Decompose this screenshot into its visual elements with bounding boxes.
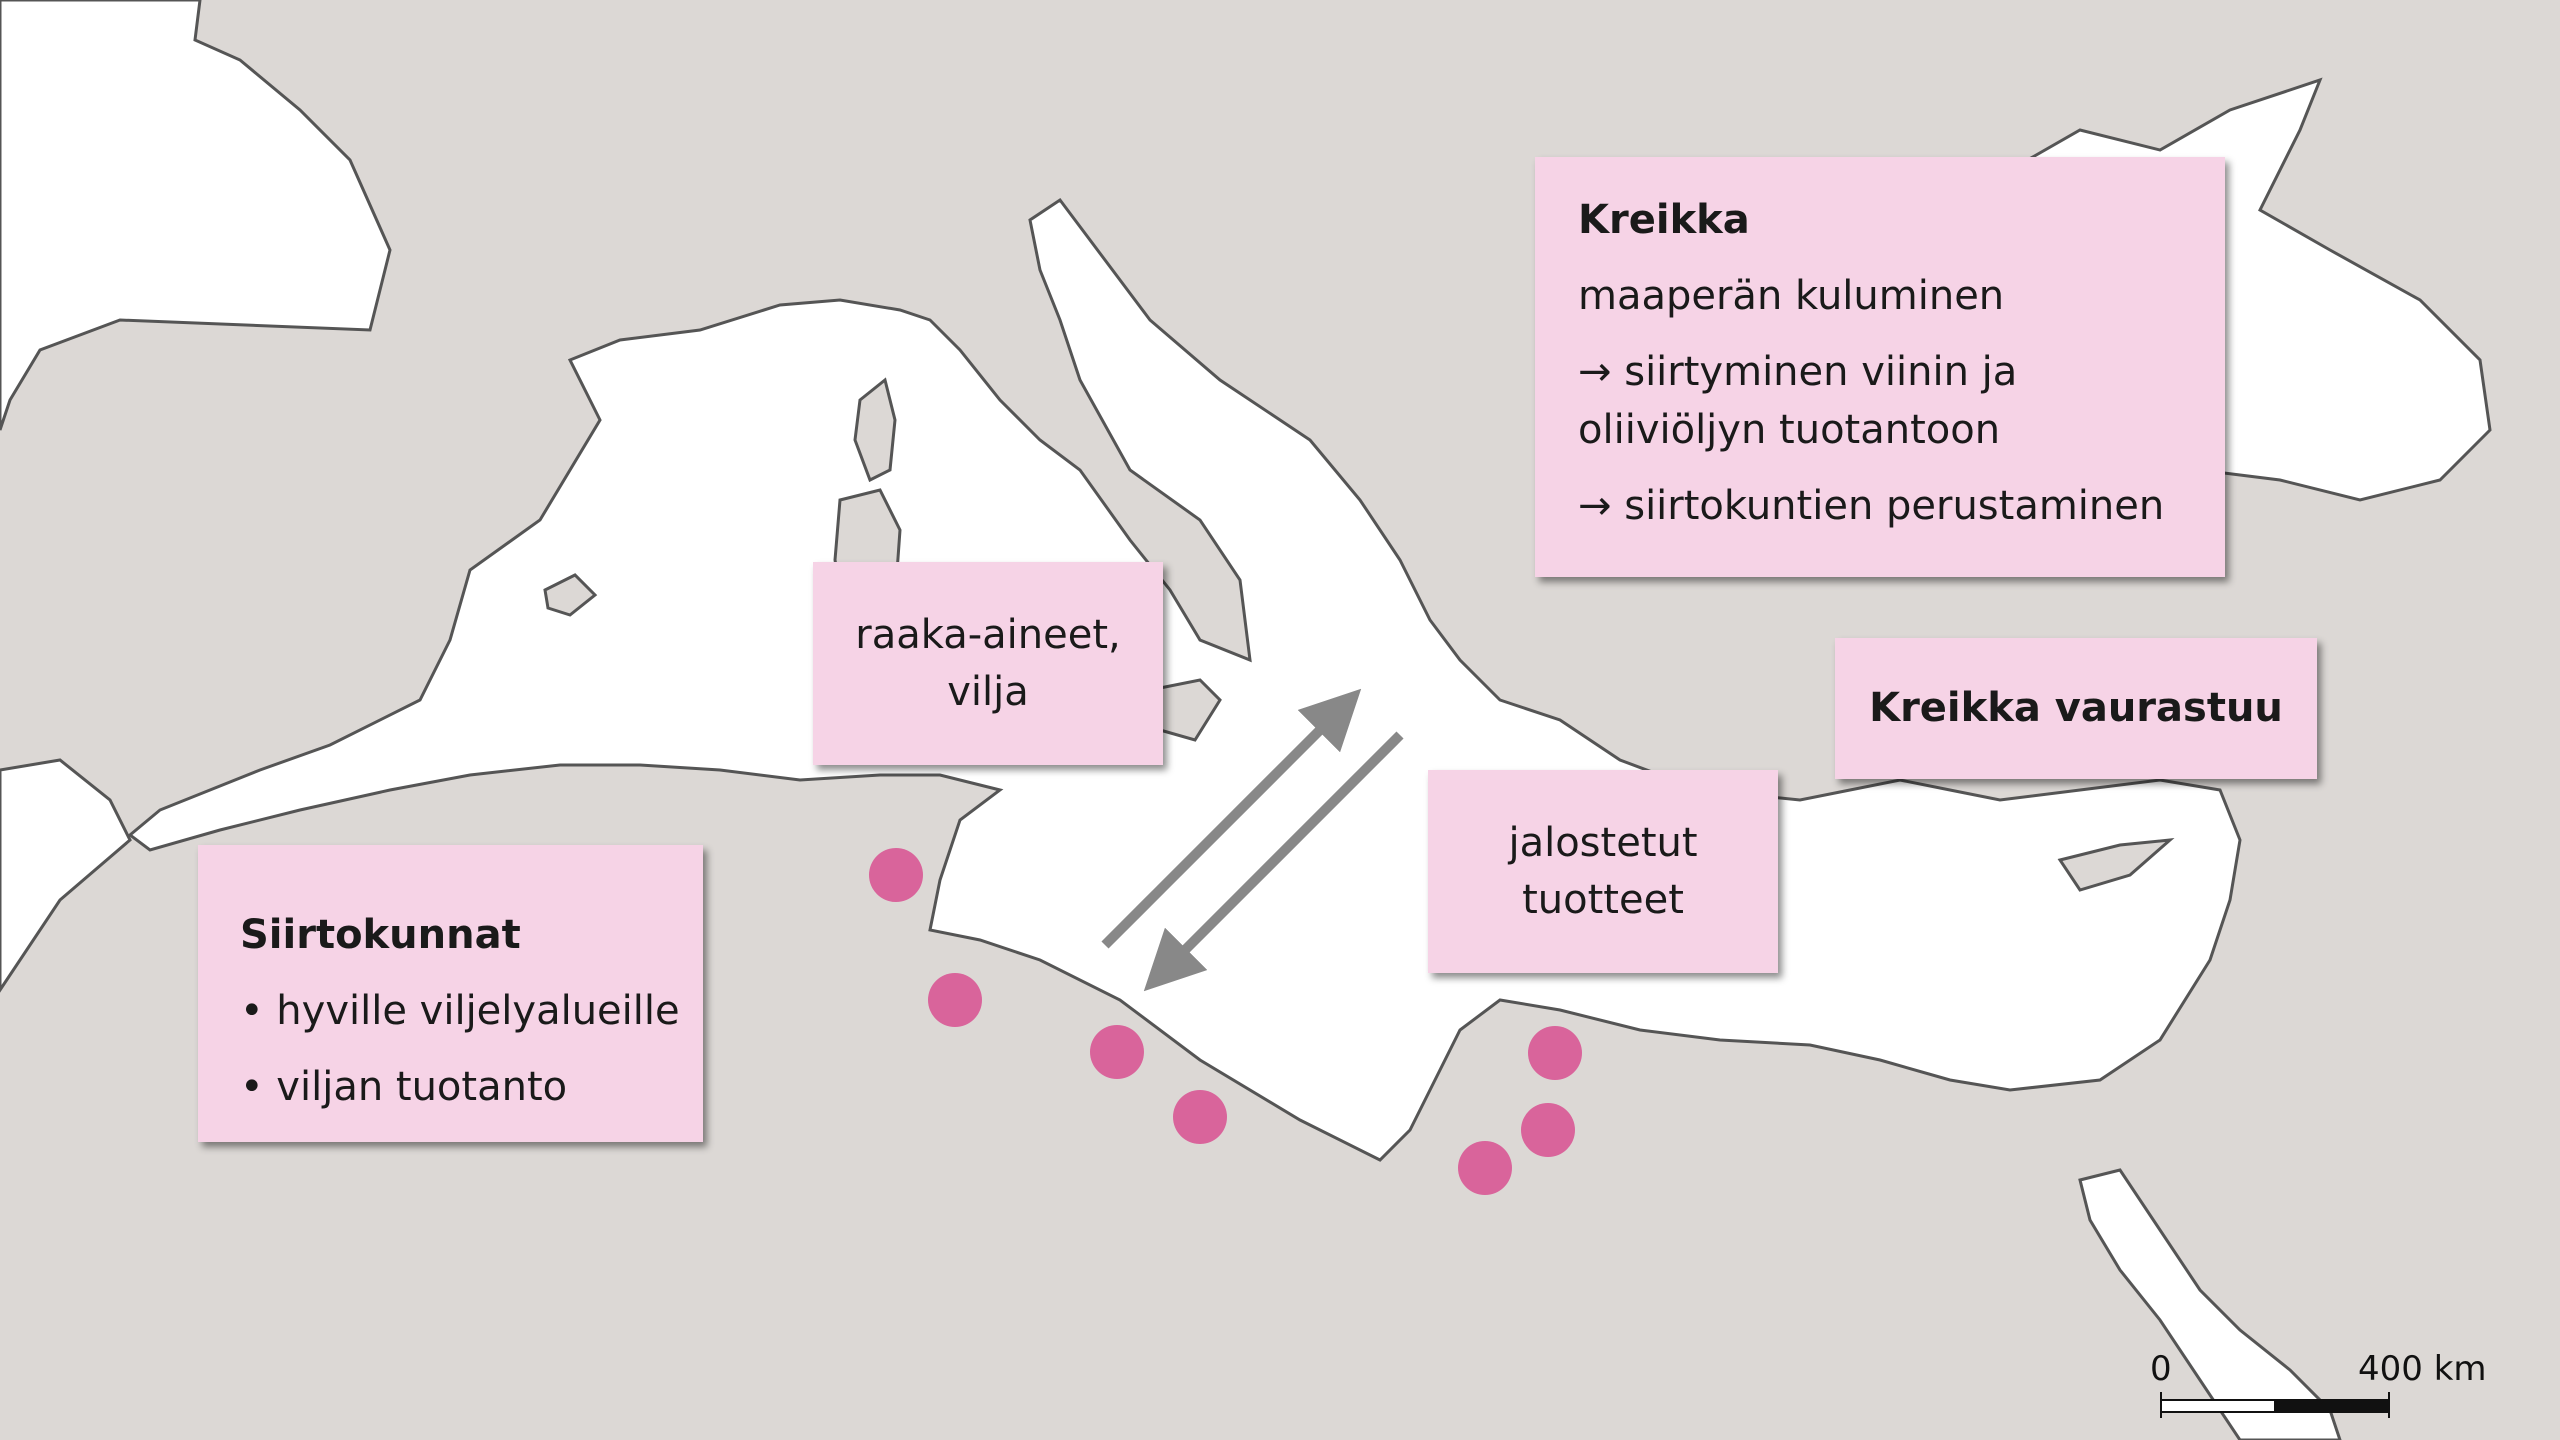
atlantic-ocean <box>0 0 392 431</box>
arrow-to-colonies <box>1143 731 1404 992</box>
island-corsica <box>853 377 897 483</box>
colony-marker <box>1528 1026 1582 1080</box>
kreikka-line-wine-b: oliiviöljyn tuotantoon <box>1578 407 2001 453</box>
kreikka-info-box: Kreikka maaperän kuluminen → siirtyminen… <box>1535 157 2225 577</box>
scale-bar <box>2160 1392 2390 1418</box>
processed-goods-line1: jalostetut <box>1508 819 1698 866</box>
colony-markers <box>869 848 1582 1195</box>
arrow-to-greece <box>1101 688 1362 949</box>
colony-marker <box>1458 1141 1512 1195</box>
processed-goods-box: jalostetut tuotteet <box>1428 770 1778 973</box>
island-cyprus <box>2057 838 2175 892</box>
scale-end-label: 400 km <box>2358 1349 2487 1389</box>
raw-materials-box: raaka-aineet, vilja <box>813 562 1163 765</box>
kreikka-line-soil: maaperän kuluminen <box>1578 273 2005 319</box>
colony-marker <box>869 848 923 902</box>
greece-prospers-box: Kreikka vaurastuu <box>1835 638 2317 779</box>
colony-marker <box>1173 1090 1227 1144</box>
greece-prospers-text: Kreikka vaurastuu <box>1869 685 2283 731</box>
atlantic-south <box>0 758 132 993</box>
kreikka-line-colonies: → siirtokuntien perustaminen <box>1578 483 2165 529</box>
kreikka-line-wine-a: → siirtyminen viinin ja <box>1578 349 2018 395</box>
processed-goods-line2: tuotteet <box>1522 876 1684 923</box>
colony-marker <box>928 973 982 1027</box>
raw-materials-line1: raaka-aineet, <box>855 611 1121 658</box>
siirtokunnat-item-farmland: • hyville viljelyalueille <box>240 988 680 1034</box>
kreikka-title: Kreikka <box>1578 197 1750 243</box>
siirtokunnat-info-box: Siirtokunnat • hyville viljelyalueille •… <box>198 845 703 1142</box>
red-sea <box>2078 1168 2342 1440</box>
island-mallorca <box>543 573 598 617</box>
colony-marker <box>1090 1025 1144 1079</box>
siirtokunnat-title: Siirtokunnat <box>240 912 521 958</box>
colony-marker <box>1521 1103 1575 1157</box>
siirtokunnat-item-grain: • viljan tuotanto <box>240 1064 568 1110</box>
raw-materials-line2: vilja <box>947 668 1029 715</box>
scale-start-label: 0 <box>2150 1349 2172 1389</box>
